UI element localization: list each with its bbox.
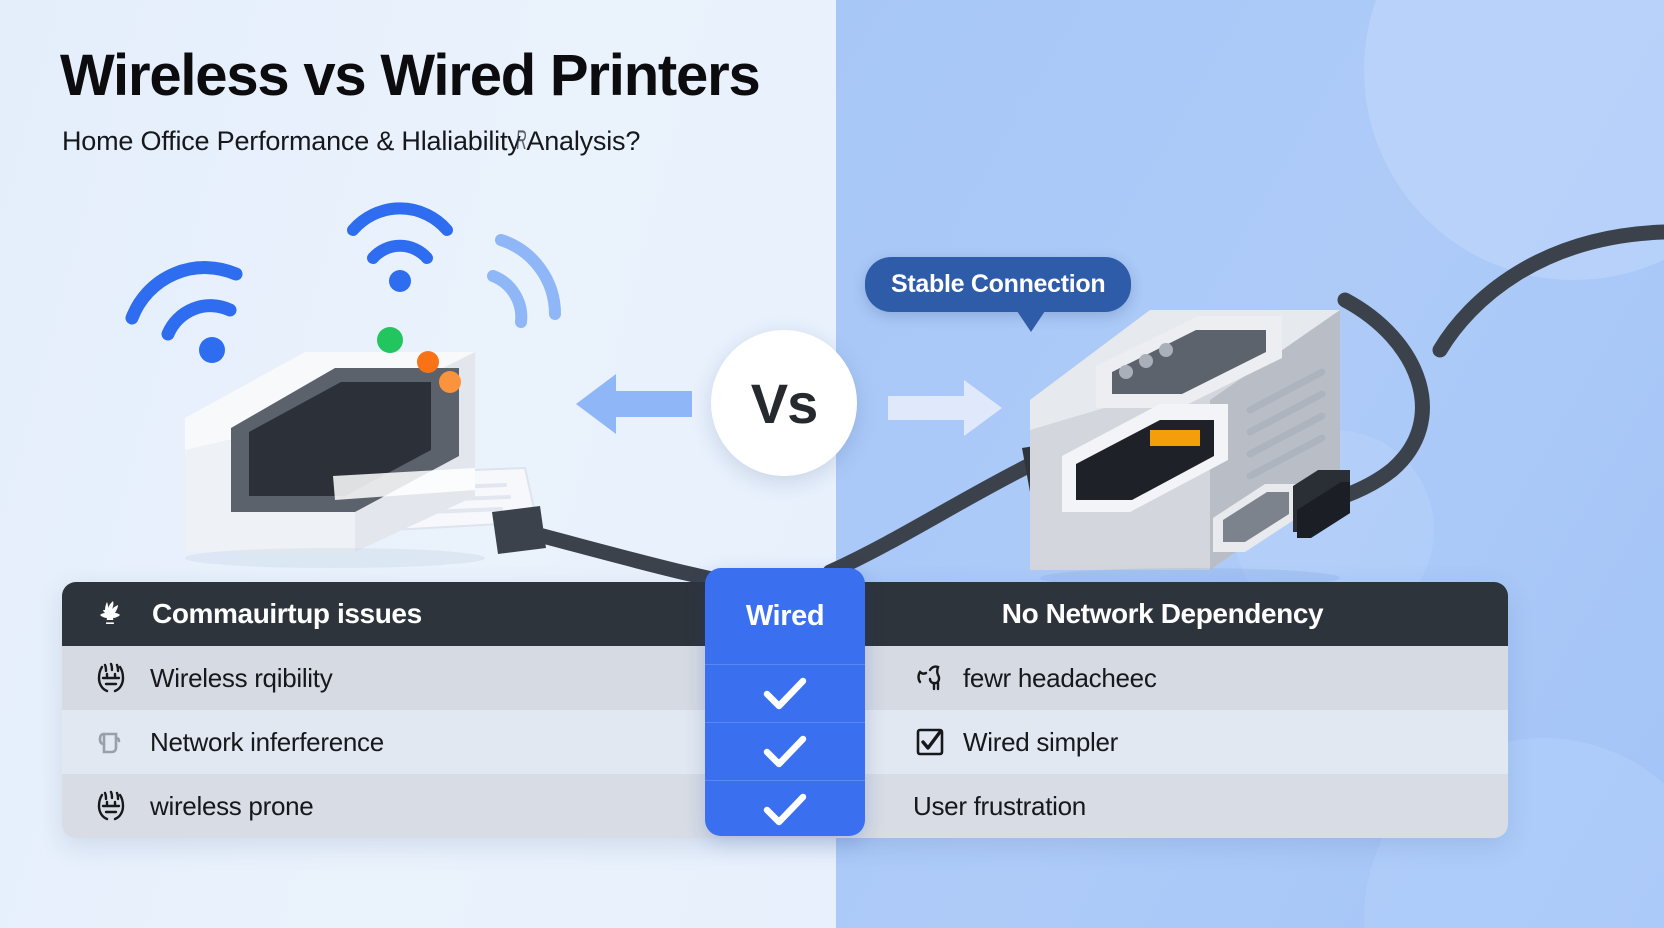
checkbox-checked-icon [913, 725, 947, 759]
wired-check-cell [705, 664, 865, 722]
wired-column-highlight: Wired [705, 568, 865, 836]
wired-column-header: Wired [705, 568, 865, 664]
subtitle-tail: laliability Analysis? [420, 126, 641, 156]
usb-connector-illustration [1205, 458, 1355, 565]
subtitle-main: Home Office Performance & H [62, 126, 421, 156]
header-left-label: Commauirtup issues [152, 598, 422, 629]
wired-check-cell [705, 722, 865, 780]
page-title: Wireless vs Wired Printers [60, 43, 761, 108]
wifi-signal-icon [487, 232, 577, 337]
cat-scribble-icon [913, 661, 947, 695]
header-right-label: No Network Dependency [1001, 598, 1324, 629]
wired-print-server-illustration [1000, 280, 1420, 588]
versus-badge: Vs [711, 330, 857, 476]
row-right-label: Wired simpler [963, 726, 1119, 757]
wired-column-label: Wired [745, 599, 825, 632]
row-left-label: wireless prone [150, 790, 314, 821]
row-left-label: Network inferference [150, 726, 384, 757]
wifi-signal-icon [118, 258, 248, 368]
tooltip-label: Stable Connection [891, 270, 1106, 298]
arrow-right-icon [884, 378, 1002, 443]
face-scribble-icon [94, 661, 128, 695]
row-right-label: fewr headacheec [963, 662, 1157, 693]
row-cell-left: Wireless rqibility [62, 646, 705, 710]
row-cell-left: wireless prone [62, 774, 705, 838]
wifi-signal-icon [345, 200, 455, 292]
header-cell-left: Commauirtup issues [62, 582, 705, 646]
row-cell-right: Wired simpler [865, 710, 1508, 774]
check-icon [763, 735, 807, 769]
wireless-printer-illustration [175, 300, 595, 568]
fire-hand-icon [96, 597, 130, 631]
face-scribble-icon [94, 789, 128, 823]
row-cell-right: User frustration [865, 774, 1508, 838]
check-icon [763, 677, 807, 711]
row-cell-right: fewr headacheec [865, 646, 1508, 710]
check-icon [763, 793, 807, 827]
subtitle-ghost-glyph: R [515, 125, 528, 155]
document-scribble-icon [94, 725, 128, 759]
stable-connection-tooltip: Stable Connection [865, 257, 1132, 332]
decorative-blob [1364, 0, 1664, 280]
page-subtitle: Home Office Performance & Hlaliability A… [62, 125, 641, 157]
arrow-left-icon [576, 372, 696, 441]
wired-check-cell [705, 780, 865, 838]
versus-label: Vs [750, 371, 818, 435]
header-cell-right: No Network Dependency [865, 582, 1508, 646]
row-right-label: User frustration [913, 790, 1086, 821]
row-left-label: Wireless rqibility [150, 662, 333, 693]
row-cell-left: Network inferference [62, 710, 705, 774]
